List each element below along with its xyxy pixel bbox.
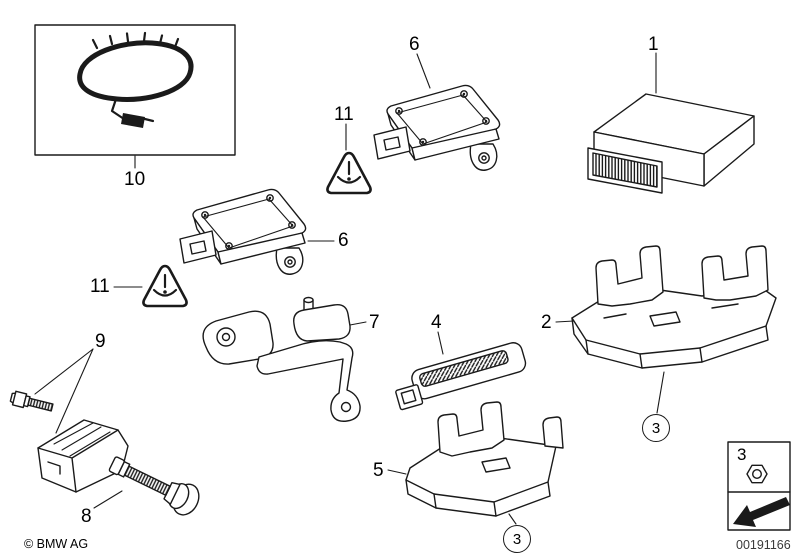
leader-lines — [34, 52, 665, 525]
ring-antenna-drawing — [34, 24, 236, 156]
callout-8: 8 — [81, 506, 92, 527]
callout-1: 1 — [648, 34, 659, 55]
legend-box — [727, 441, 791, 531]
direction-arrow-icon — [733, 497, 790, 527]
frame-box — [34, 24, 236, 156]
callout-10: 10 — [124, 169, 146, 190]
callout-4: 4 — [431, 312, 442, 333]
callout-11-mid: 11 — [90, 276, 110, 297]
copyright-text: © BMW AG — [24, 537, 89, 551]
callout-3-circled-b: 3 — [503, 525, 531, 553]
control-unit-drawing — [587, 93, 755, 194]
control-module-drawing-top — [373, 84, 501, 171]
warning-triangle-icon-mid — [142, 264, 188, 308]
antenna-sensor-drawing — [395, 342, 527, 411]
callout-6-top: 6 — [409, 34, 420, 55]
image-number: 00191166 — [736, 538, 791, 552]
callout-9: 9 — [95, 331, 106, 352]
bracket-drawing — [202, 296, 361, 422]
callout-11-top: 11 — [334, 104, 354, 125]
callout-3-circled-a: 3 — [642, 414, 670, 442]
warning-triangle-icon-top — [326, 151, 372, 195]
legend-callout-3: 3 — [737, 445, 747, 464]
valve-stem-drawing — [108, 456, 200, 516]
callout-5: 5 — [373, 460, 384, 481]
callout-7: 7 — [369, 312, 380, 333]
control-module-drawing-mid — [179, 188, 307, 275]
valve-screw-drawing — [9, 390, 54, 412]
wheel-sensor-drawing — [37, 419, 129, 493]
nut-icon — [746, 464, 768, 484]
module-holder-drawing — [571, 245, 777, 369]
sensor-holder-drawing — [405, 401, 564, 517]
callout-2: 2 — [541, 312, 552, 333]
callout-6-mid: 6 — [338, 230, 349, 251]
